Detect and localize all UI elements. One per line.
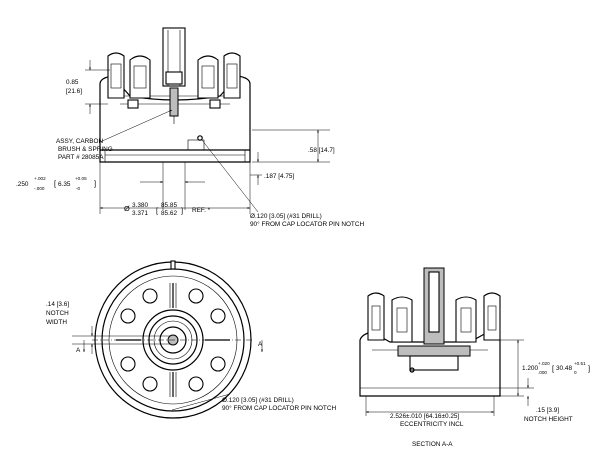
height-mm-plus: +0.51 <box>574 361 586 366</box>
hole-callout-2: 90° FROM CAP LOCATOR PIN NOTCH <box>250 220 364 228</box>
section-a-right: A <box>258 341 263 348</box>
hole-callout-b1: Ø.120 [3.05] (#31 DRILL) <box>222 397 294 404</box>
svg-text:]: ] <box>181 206 183 215</box>
notch-width-1: .14 [3.6] <box>46 301 69 308</box>
dim-250-plus: +.002 <box>34 176 46 181</box>
dim-635-label: 6.35 <box>58 181 71 188</box>
dim-85-label: 0.85 <box>66 79 79 86</box>
notch-height-1: .15 [3.9] <box>536 407 559 414</box>
dia-symbol: Ø <box>124 204 130 213</box>
assy-label-3: PART # 28085A <box>58 154 104 161</box>
dia-lower: 3.371 <box>132 210 148 217</box>
width-dim: 2.526±.010 [64.16±0.25] <box>390 413 459 420</box>
dim-635-plus: +0.05 <box>75 176 87 181</box>
assy-label-1: ASSY, CARBON <box>56 138 104 145</box>
section-caption: SECTION A-A <box>412 441 453 448</box>
svg-text:[: [ <box>156 206 158 215</box>
right-towers <box>197 52 241 99</box>
dim-250-minus: -.000 <box>34 186 45 191</box>
height-minus: .000 <box>538 370 547 375</box>
svg-text:]: ] <box>588 364 590 373</box>
section-a-left: A <box>76 347 81 354</box>
notch-width-3: WIDTH <box>46 319 67 326</box>
hole-callout-1: Ø.120 [3.05] (#31 DRILL) <box>250 213 322 220</box>
svg-text:]: ] <box>94 179 96 188</box>
hole-callout-b2: 90° FROM CAP LOCATOR PIN NOTCH <box>222 404 336 412</box>
section-hole <box>409 367 415 373</box>
height-main: 1.200 <box>522 365 538 372</box>
carbon-brush <box>169 87 179 117</box>
dim-187-label: .187 [4.75] <box>264 173 294 180</box>
section-outline <box>359 340 501 397</box>
section-view: 1.200 +.020 .000 [ 30.48 +0.51 0 ] 2.526… <box>359 267 590 448</box>
locator-hole <box>197 135 203 141</box>
dim-250-label: .250 <box>16 181 29 188</box>
locator-notch <box>170 260 176 270</box>
assy-label-2: BRUSH & SPRING <box>58 146 113 153</box>
svg-text:[: [ <box>54 179 56 188</box>
notch-width-2: NOTCH <box>46 310 69 317</box>
height-mm-minus: 0 <box>574 370 577 375</box>
dia-mm-lower: 85.62 <box>161 210 177 217</box>
dim-58-label: .58 [14.7] <box>308 147 335 154</box>
height-plus: +.020 <box>538 361 550 366</box>
notch-height-2: NOTCH HEIGHT <box>524 416 573 423</box>
top-side-view: 0.85 [21.6] ASSY, CARBON BRUSH & SPRING … <box>16 27 364 228</box>
ref-label: REF. * <box>192 207 211 214</box>
cap-body-outline <box>99 84 251 163</box>
dim-635-minus: -0 <box>76 186 81 191</box>
left-towers <box>107 52 151 99</box>
dia-upper: 3.380 <box>132 202 148 209</box>
dim-85-mm-label: [21.6] <box>66 88 82 95</box>
bottom-view: A A .14 [3.6] NOTCH WIDTH Ø.120 [3.05] (… <box>46 260 336 419</box>
height-mm: 30.48 <box>556 365 572 372</box>
terminal-lobes <box>120 288 226 392</box>
dia-mm-upper: 85.85 <box>161 202 177 209</box>
svg-text:[: [ <box>552 364 554 373</box>
ecc-label: ECCENTRICITY INCL <box>400 421 464 428</box>
